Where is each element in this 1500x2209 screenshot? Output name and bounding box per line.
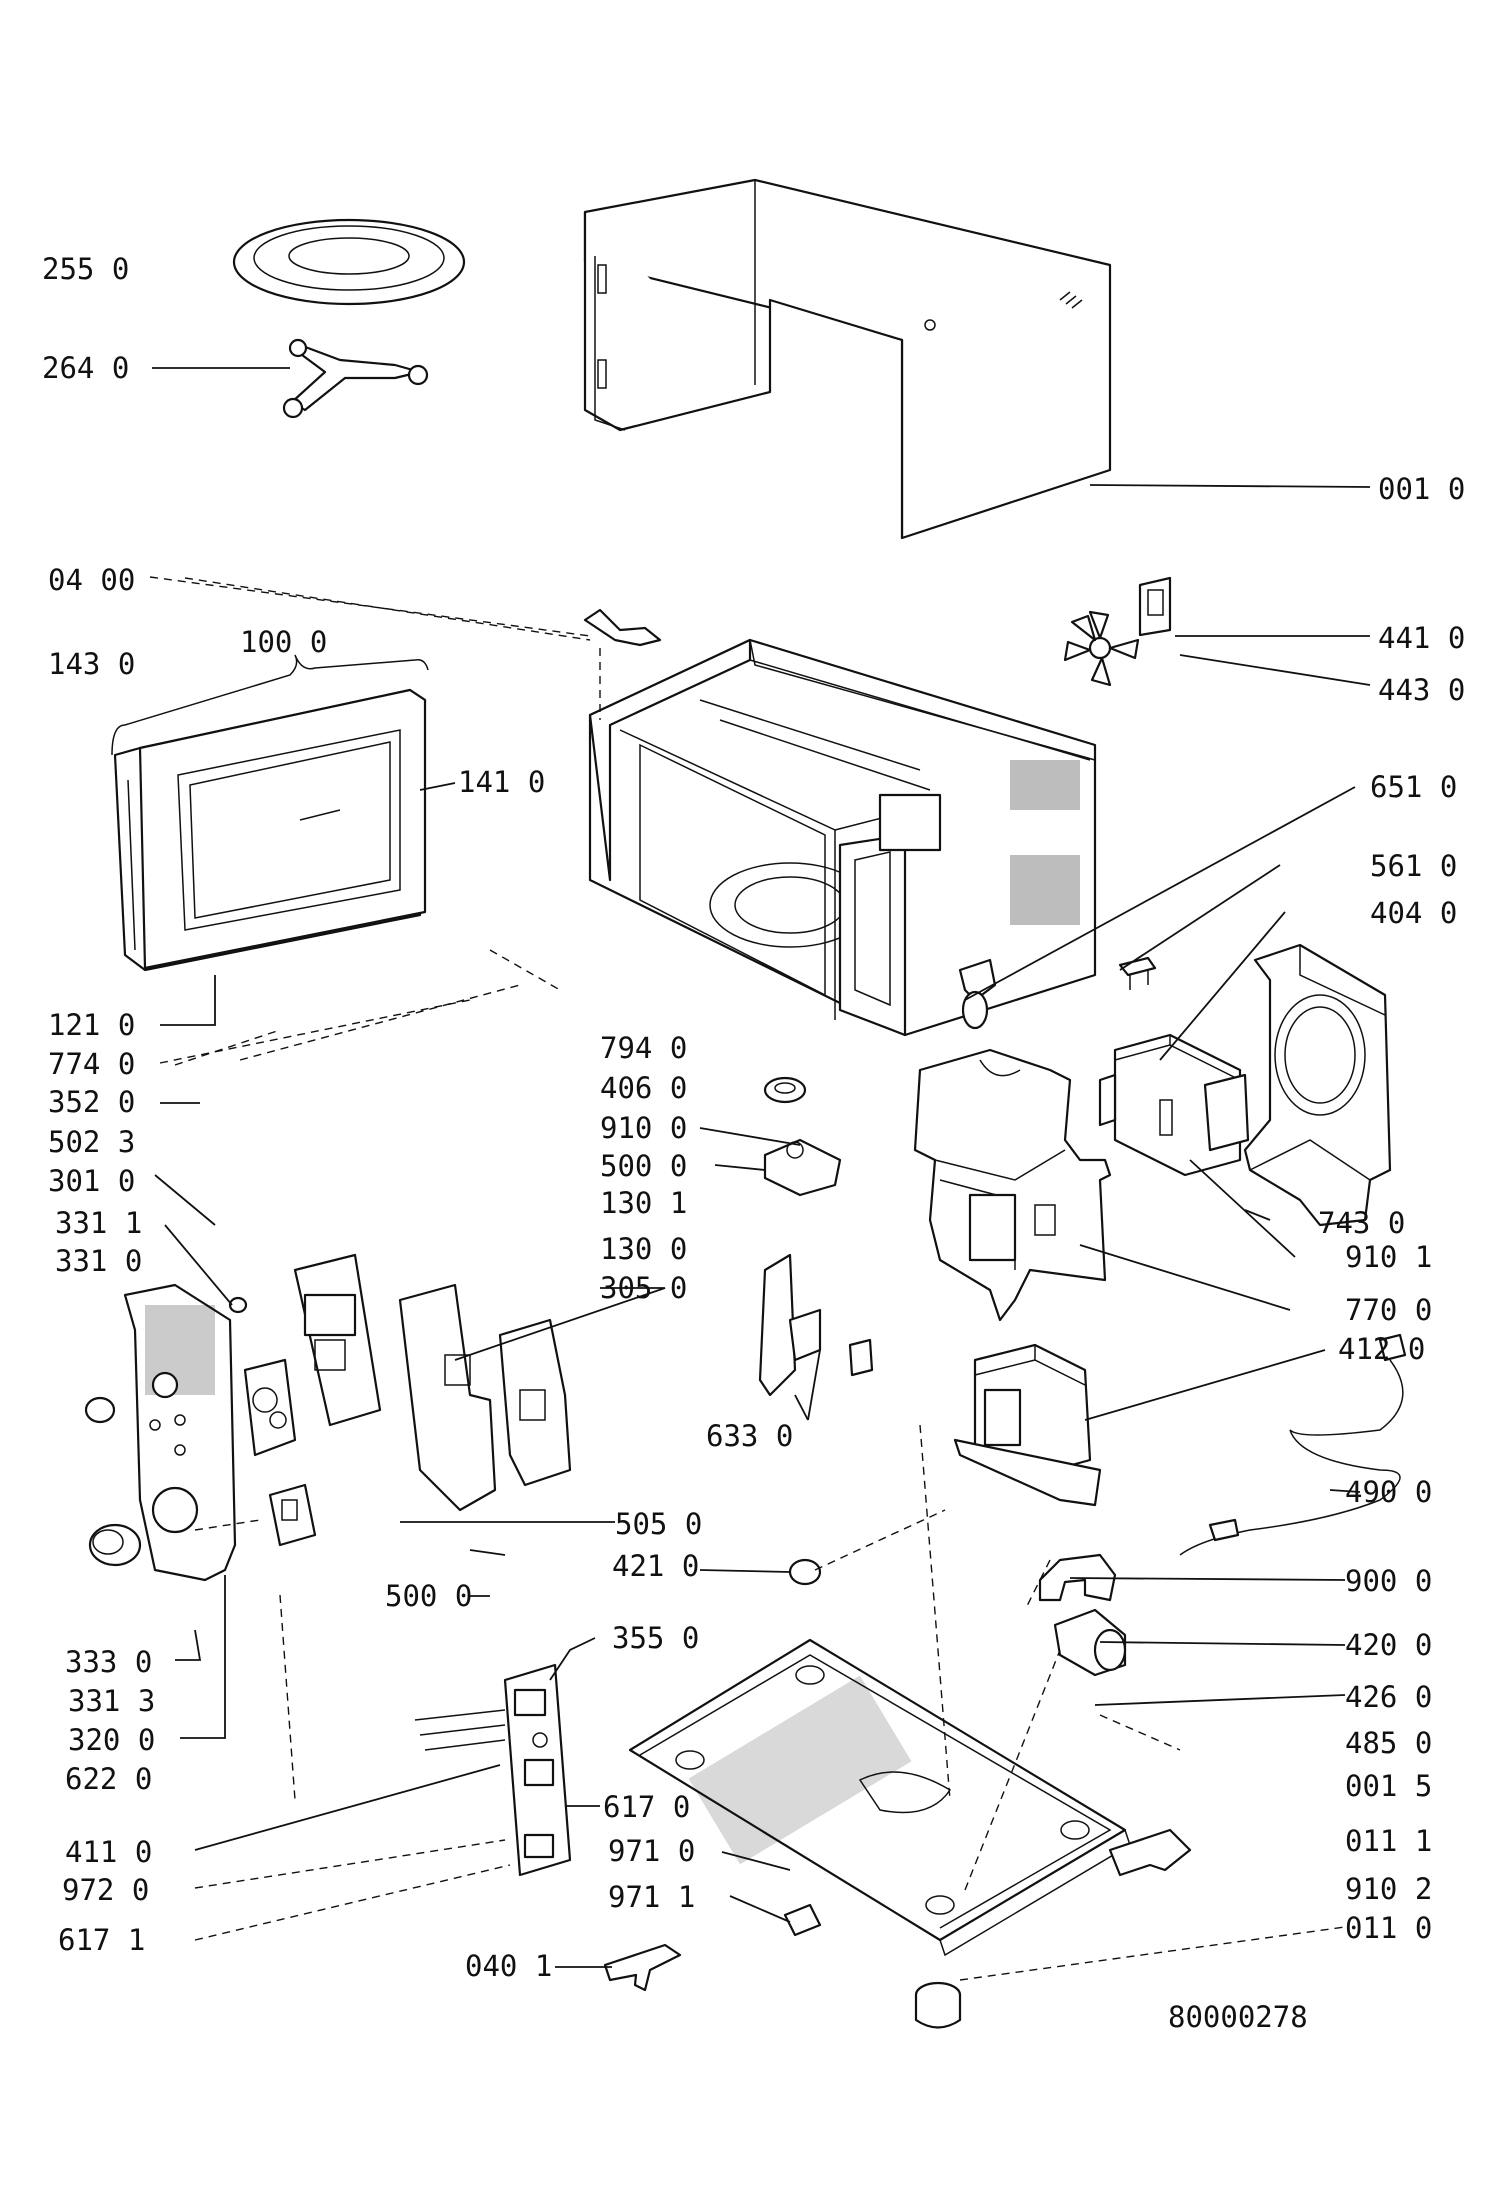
part-label: 121 0 (48, 1008, 135, 1042)
part-label: 490 0 (1345, 1475, 1432, 1509)
panel-bracket-305 (398, 1283, 572, 1512)
part-label: 774 0 (48, 1047, 135, 1081)
latch-bracket (583, 608, 662, 647)
relay-board (268, 1483, 317, 1547)
foot (914, 1981, 962, 2029)
part-labels: 255 0 264 0 001 0 04 00 143 0 100 0 441 … (42, 252, 1465, 2034)
turntable-motor (763, 1138, 842, 1197)
small-clip (783, 1903, 822, 1937)
main-pcb (414, 1663, 572, 1877)
part-label: 011 0 (1345, 1911, 1432, 1945)
part-label: 130 1 (600, 1186, 687, 1220)
part-label: 910 1 (1345, 1240, 1432, 1274)
turntable-glass-tray (232, 218, 466, 306)
part-label: 001 5 (1345, 1769, 1432, 1803)
leader-lines (174, 577, 1181, 1891)
part-label: 441 0 (1378, 621, 1465, 655)
part-label: 617 0 (603, 1790, 690, 1824)
part-label: 500 0 (600, 1149, 687, 1183)
part-label: 622 0 (65, 1762, 152, 1796)
part-label: 651 0 (1370, 770, 1457, 804)
lamp-bulb (788, 1558, 822, 1586)
fan-motor (1138, 576, 1172, 637)
part-label: 500 0 (385, 1579, 472, 1613)
part-label: 770 0 (1345, 1293, 1432, 1327)
hv-transformer (953, 1343, 1102, 1507)
part-label: 255 0 (42, 252, 129, 286)
part-label: 320 0 (68, 1723, 155, 1757)
outer-cabinet-cover (583, 178, 1112, 540)
key-switch-board (243, 1358, 297, 1457)
fan-blade (1063, 610, 1140, 687)
part-label: 404 0 (1370, 896, 1457, 930)
part-label: 406 0 (600, 1071, 687, 1105)
oven-cavity-chassis (588, 638, 1097, 1037)
part-label: 331 1 (55, 1206, 142, 1240)
part-label: 412 0 (1338, 1332, 1425, 1366)
part-label: 910 2 (1345, 1872, 1432, 1906)
part-label: 426 0 (1345, 1680, 1432, 1714)
part-label: 352 0 (48, 1085, 135, 1119)
part-label: 421 0 (612, 1549, 699, 1583)
part-label: 355 0 (612, 1621, 699, 1655)
magnetron (1098, 1033, 1250, 1177)
magnetron-shield-cover (913, 1048, 1112, 1322)
power-cord (1179, 1333, 1407, 1556)
control-board-352 (293, 1253, 382, 1427)
control-panel-frame (123, 1283, 237, 1582)
small-button (228, 1296, 248, 1314)
part-label: 100 0 (240, 625, 327, 659)
hv-capacitor (1053, 1608, 1127, 1677)
push-button (84, 1396, 116, 1424)
part-label: 502 3 (48, 1125, 135, 1159)
part-label: 910 0 (600, 1111, 687, 1145)
part-label: 143 0 (48, 647, 135, 681)
door-assembly (111, 654, 429, 972)
part-label: 633 0 (706, 1419, 793, 1453)
turntable-coupler (763, 1076, 807, 1104)
base-clip (1108, 1828, 1192, 1877)
part-label: 333 0 (65, 1645, 152, 1679)
interlock-switch-bracket (758, 1253, 874, 1397)
part-label: 900 0 (1345, 1564, 1432, 1598)
part-label: 04 00 (48, 563, 135, 597)
air-guide-duct (1243, 943, 1392, 1227)
part-label: 011 1 (1345, 1824, 1432, 1858)
part-label: 485 0 (1345, 1726, 1432, 1760)
part-label: 264 0 (42, 351, 129, 385)
roller-support (282, 338, 429, 419)
base-plate (628, 1638, 1131, 1957)
part-label: 617 1 (58, 1923, 145, 1957)
part-label: 141 0 (458, 765, 545, 799)
part-label: 794 0 (600, 1031, 687, 1065)
part-label: 972 0 (62, 1873, 149, 1907)
control-knob (88, 1523, 142, 1567)
part-label: 301 0 (48, 1164, 135, 1198)
part-label: 130 0 (600, 1232, 687, 1266)
part-label: 505 0 (615, 1507, 702, 1541)
part-label: 420 0 (1345, 1628, 1432, 1662)
door-latch-lever (603, 1943, 682, 1992)
part-label: 331 3 (68, 1684, 155, 1718)
part-label: 305 0 (600, 1271, 687, 1305)
part-label: 040 1 (465, 1949, 552, 1983)
part-label: 001 0 (1378, 472, 1465, 506)
part-label: 443 0 (1378, 673, 1465, 707)
part-label: 411 0 (65, 1835, 152, 1869)
part-label: 971 0 (608, 1834, 695, 1868)
part-label: 743 0 (1318, 1206, 1405, 1240)
part-label: 561 0 (1370, 849, 1457, 883)
label-leaders (149, 367, 1371, 1981)
part-label: 971 1 (608, 1880, 695, 1914)
thermal-cutout (1118, 956, 1157, 990)
part-label: 331 0 (55, 1244, 142, 1278)
drawing-number: 80000278 (1168, 2000, 1308, 2034)
lamp-holder (958, 958, 997, 1030)
